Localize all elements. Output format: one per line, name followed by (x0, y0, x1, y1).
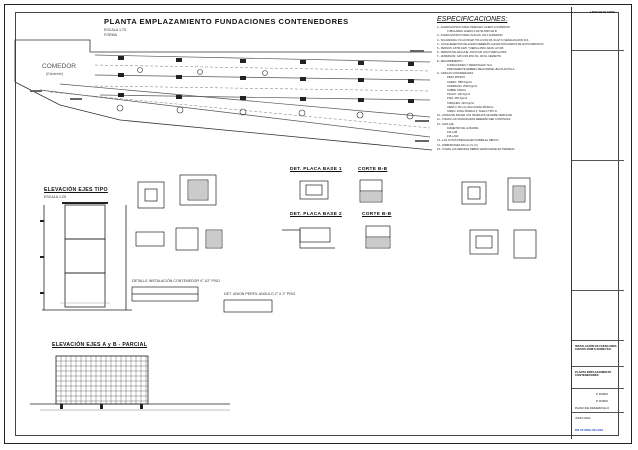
spec-line: 10.- ANTES DE INICIAR LOS TRABAJOS SE DE… (437, 114, 513, 118)
plan-title: PLANTA EMPLAZAMIENTO FUNDACIONES CONTENE… (104, 17, 349, 26)
room-label: COMEDOR (42, 63, 76, 70)
spec-line: 14.- DIMENSIONES EN mm (S.I.C) (437, 143, 478, 147)
specs-list: 1.- ACERO ESTRUCTURAL PERFILES: ACERO A … (437, 26, 567, 152)
tb-header: LISTA DE PLANOS (590, 10, 615, 14)
corte-bb-title: CORTE B-B (358, 167, 388, 172)
spec-line: PESO PROPIO (447, 76, 466, 80)
tb-date: JUNIO 2022 (575, 416, 591, 420)
title-block: LISTA DE PLANOS INSTALACIÓN DE FAENA MIN… (571, 7, 624, 439)
tb-project: INSTALACIÓN DE FAENA MINA COPIOS DOM'S D… (575, 344, 617, 352)
elev-tipo-scale: ESCALA 1:25 (44, 195, 66, 199)
spec-line: TECHO: 100 Kg/m2 (447, 93, 471, 97)
spec-line: ACERO: 7850 Kg/m3 (447, 80, 472, 84)
spec-line: #16 a #22 (447, 135, 459, 139)
det-placa1-title: DET. PLACA BASE 1 (290, 167, 342, 172)
det-union-title: DET. UNION PERFIL ANGULO 2" X 2" PISO (224, 292, 296, 296)
spec-line: FUNDACIONES Y PEDESTALES: 5cm (447, 63, 493, 67)
spec-line: SISMO: ZONA SÍSMICA 3, SUELO TIPO D (447, 110, 497, 114)
corte-bb2-title: CORTE B-B (362, 212, 392, 217)
drawing-frame (15, 12, 619, 436)
spec-line: 15.- TODAS LAS MEDIDAS DEBEN VERIFICARSE… (437, 147, 515, 151)
spec-line: 3.- SOLDADURA: PLCA FW ER 70S A CON 0/4-… (437, 38, 529, 42)
drawing-sheet (4, 4, 632, 444)
spec-line: #10 a #8 (447, 131, 458, 135)
tb-drawing: PLANTA EMPLAZAMIENTO CONTENEDORES (575, 370, 612, 378)
elev-parcial-title: ELEVACIÓN EJES A y B - PARCIAL (52, 342, 148, 348)
spec-line: VIENTO: 95 m/s (VELOCIDAD BÁSICA) (447, 105, 494, 109)
spec-line: 2.- ACERO ESTRUCTURAL PLACAS: ASI A SUPE… (437, 34, 503, 38)
tb-rev-a: P. RUBIO (596, 392, 608, 396)
spec-line: 12.- ANCLAJE (437, 122, 454, 126)
tb-sheet-code: DR-ST-DWG-001-R0A (575, 428, 604, 432)
spec-line: 7.- HORMIGÓN: G25 CON 90% NC, 30 KG CEME… (437, 55, 501, 59)
spec-line: 5.- PERNOS: ASTM A325, TUERCA A563, ARAN… (437, 47, 504, 51)
spec-line: TUBULARES: ACERO A ASTM A500 GR.B (447, 30, 497, 34)
plan-scale-sub: FORMA (104, 33, 117, 37)
spec-line: 11.- TODAS LAS SOLDADURAS DEBERÁN SER CO… (437, 118, 511, 122)
spec-line: DIÁMETRO DE LA BARRA (447, 126, 479, 130)
spec-line: 13.- LAS COTAS PREVALECEN SOBRE EL DIBUJ… (437, 139, 499, 143)
plan-scale: ESCALA 1:75 (104, 28, 126, 32)
det-placa2-title: DET. PLACA BASE 2 (290, 212, 342, 217)
spec-line: TABIQUES: 100 Kg/m2 (447, 101, 474, 105)
spec-line: SOBRE CARGA (447, 89, 467, 93)
elev-tipo-title: ELEVACIÓN EJES TIPO (44, 187, 108, 193)
tb-discipline: PLANO DE DESARROLLO (575, 406, 610, 410)
spec-line: 1.- ACERO ESTRUCTURAL PERFILES: ACERO A … (437, 26, 510, 29)
spec-line: PREVIAMENTE DEBERÁ REALIZARSE UNA PLANTI… (447, 68, 515, 72)
tb-rev-b: P. RUBIO (596, 399, 608, 403)
spec-line: 6.- PERNOS DE ANCLAJE: ASTM A36 CON TUER… (437, 51, 507, 55)
spec-line: HORMIGÓN: 2500 Kg/m3 (447, 84, 477, 88)
detalle-cont-title: DETALLE INSTALACIÓN CONTENEDOR 4" 1/2" P… (132, 279, 221, 283)
spec-line: 8.- RECUBRIMIENTO (437, 59, 463, 63)
specs-title: ESPECIFICACIONES: (437, 16, 508, 23)
room-sub: (Existente) (46, 72, 64, 76)
spec-line: PISO: 250 Kg/m2 (447, 97, 468, 101)
spec-line: 4.- LOS ELEMENTOS DE ACERO DEBERÁN LLEVA… (437, 42, 544, 46)
spec-line: 9.- CARGAS CONSIDERADAS (437, 72, 474, 76)
